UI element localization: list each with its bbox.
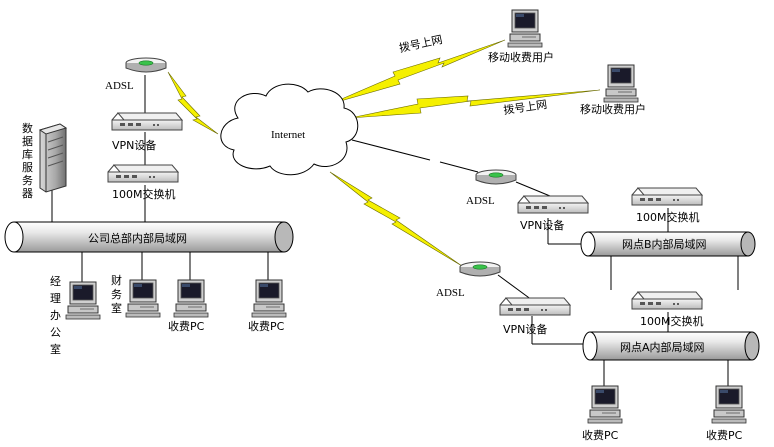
adsl-b-label: ADSL [466, 195, 495, 207]
pc-fee-2-label: 收费PC [248, 319, 285, 333]
vpn-b-label: VPN设备 [520, 218, 564, 232]
lan-b-label: 网点B内部局域网 [622, 237, 707, 251]
adsl-b-modem [475, 169, 517, 185]
pc-fee-2 [251, 279, 287, 318]
internet-label: Internet [271, 129, 305, 141]
switch-hq-device [107, 164, 179, 183]
lan-a-label: 网点A内部局域网 [620, 340, 705, 354]
pc-a-2-label: 收费PC [706, 428, 743, 442]
server-label: 数据库服务器 [22, 122, 33, 200]
lightning-mobile-2 [349, 89, 601, 119]
mobile-user-1-label: 移动收费用户 [488, 50, 554, 64]
switch-b-device [631, 187, 703, 206]
internet-cloud: Internet [220, 83, 359, 176]
pc-fee-1-label: 收费PC [168, 319, 205, 333]
switch-hq-label: 100M交换机 [112, 187, 176, 201]
dial-label-2: 拨号上网 [502, 97, 548, 117]
adsl-a-label: ADSL [436, 287, 465, 299]
adsl-a-modem [459, 261, 501, 277]
mobile-user-1-pc [507, 9, 543, 48]
pc-a-1-label: 收费PC [582, 428, 619, 442]
mobile-user-2-pc [603, 64, 639, 103]
switch-a-device [631, 291, 703, 310]
lightning-site-a [329, 171, 463, 267]
lightning-mobile-1 [329, 39, 506, 105]
pc-a-2 [711, 385, 747, 424]
link-adsl-vpn-a [497, 274, 533, 301]
connection-lines [51, 75, 739, 388]
lan-hq-pipe: 公司总部内部局域网 [4, 221, 294, 253]
lan-hq-label: 公司总部内部局域网 [88, 231, 187, 245]
adsl-hq-modem [125, 57, 167, 73]
vpn-hq-device [111, 112, 183, 131]
pc-a-1 [587, 385, 623, 424]
lan-a-pipe: 网点A内部局域网 [582, 331, 760, 361]
lan-b-pipe: 网点B内部局域网 [580, 231, 756, 257]
vpn-a-label: VPN设备 [503, 322, 547, 336]
vpn-hq-label: VPN设备 [112, 138, 156, 152]
mobile-user-2-label: 移动收费用户 [580, 102, 646, 116]
pc-fee-1 [173, 279, 209, 318]
pc-manager-office [65, 281, 101, 320]
vpn-b-device [517, 195, 589, 214]
dial-label-1: 拨号上网 [398, 32, 444, 55]
office-finance-label: 财务室 [111, 273, 122, 315]
switch-a-label: 100M交换机 [640, 314, 704, 328]
switch-b-label: 100M交换机 [636, 210, 700, 224]
lightning-hq-internet [167, 71, 219, 135]
office-manager-label: 经理办公室 [50, 275, 61, 356]
pc-finance-office [125, 279, 161, 318]
database-server [38, 123, 68, 193]
link-internet-siteb-a [351, 139, 431, 161]
lightning-links [167, 39, 601, 267]
vpn-a-device [499, 297, 571, 316]
adsl-hq-label: ADSL [105, 80, 134, 92]
